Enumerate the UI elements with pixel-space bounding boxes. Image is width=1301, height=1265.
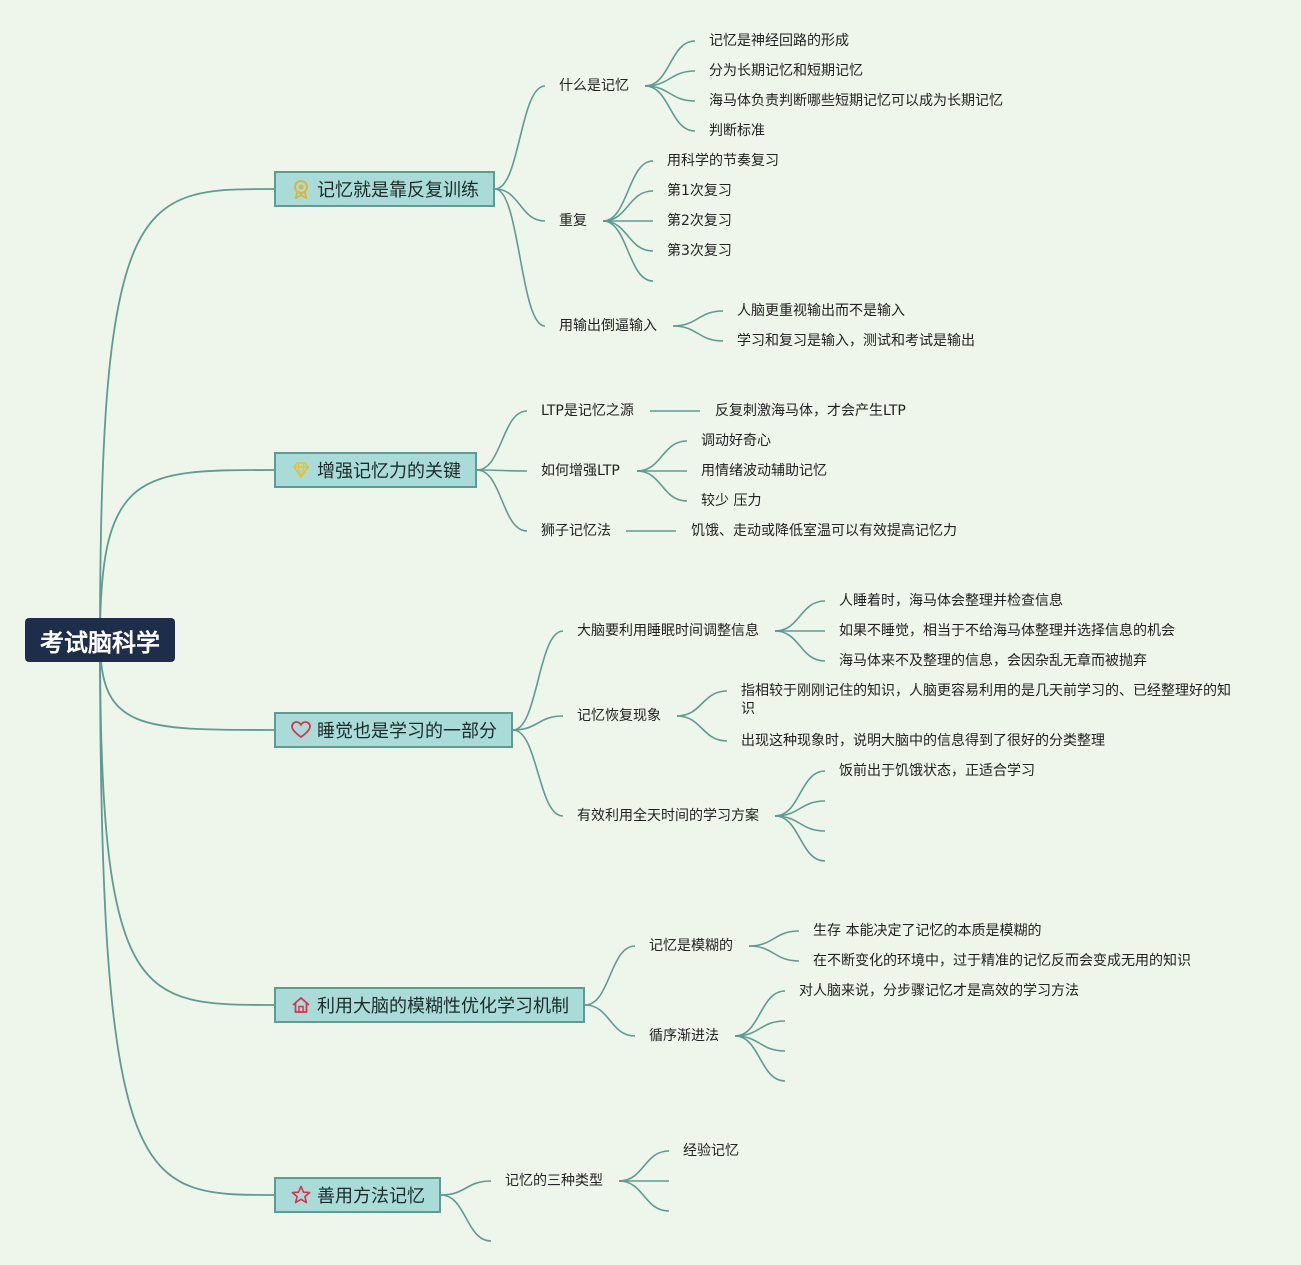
leaf-node[interactable]: 反复刺激海马体，才会产生LTP: [715, 403, 906, 419]
leaf-node[interactable]: 饥饿、走动或降低室温可以有效提高记忆力: [691, 523, 957, 539]
leaf-node[interactable]: 较少 压力: [701, 493, 762, 509]
root-connector: [99, 639, 275, 731]
sub-node[interactable]: 记忆的三种类型: [505, 1173, 603, 1189]
branch-connector: [494, 188, 546, 222]
branch-node-memory-keys[interactable]: 增强记忆力的关键: [274, 452, 477, 488]
branch-connector: [512, 715, 564, 731]
branch-label: 记忆就是靠反复训练: [317, 180, 479, 201]
leaf-connector: [602, 220, 654, 252]
leaf-node[interactable]: 对人脑来说，分步骤记忆才是高效的学习方法: [799, 983, 1079, 999]
leaf-node[interactable]: 指相较于刚刚记住的知识，人脑更容易利用的是几天前学习的、已经整理好的知识: [741, 683, 1231, 717]
sub-node[interactable]: 什么是记忆: [559, 78, 629, 94]
leaf-node[interactable]: 饭前出于饥饿状态，正适合学习: [839, 763, 1035, 779]
leaf-node[interactable]: 如果不睡觉，相当于不给海马体整理并选择信息的机会: [839, 623, 1175, 639]
leaf-connector: [636, 440, 688, 472]
leaf-connector: [676, 690, 728, 717]
branch-label: 睡觉也是学习的一部分: [317, 721, 497, 742]
leaf-node[interactable]: 用科学的节奏复习: [667, 153, 779, 169]
home-icon: [290, 994, 312, 1016]
branch-connector: [494, 188, 546, 327]
root-connector: [99, 188, 275, 641]
leaf-connector: [676, 715, 728, 742]
sub-node[interactable]: 记忆是模糊的: [649, 938, 733, 954]
sub-node[interactable]: 重复: [559, 213, 587, 229]
leaf-node[interactable]: 海马体来不及整理的信息，会因杂乱无章而被抛弃: [839, 653, 1147, 669]
leaf-node[interactable]: 用情绪波动辅助记忆: [701, 463, 827, 479]
sub-node[interactable]: 如何增强LTP: [541, 463, 620, 479]
branch-node-methods[interactable]: 善用方法记忆: [274, 1177, 441, 1213]
leaf-connector: [734, 990, 786, 1037]
leaf-node[interactable]: 第2次复习: [667, 213, 732, 229]
leaf-node[interactable]: 分为长期记忆和短期记忆: [709, 63, 863, 79]
root-connector: [99, 639, 275, 1196]
leaf-connector: [618, 1150, 670, 1182]
branch-connector: [476, 410, 528, 471]
leaf-connector: [636, 470, 688, 502]
leaf-connector: [602, 190, 654, 222]
award-icon: [290, 178, 312, 200]
sub-node[interactable]: 循序渐进法: [649, 1028, 719, 1044]
leaf-node[interactable]: 判断标准: [709, 123, 765, 139]
branch-node-memory-repetition[interactable]: 记忆就是靠反复训练: [274, 171, 495, 207]
root-connector: [99, 469, 275, 641]
leaf-node[interactable]: 经验记忆: [683, 1143, 739, 1159]
root-node[interactable]: 考试脑科学: [25, 618, 175, 662]
branch-connector: [512, 630, 564, 731]
branch-node-fuzziness[interactable]: 利用大脑的模糊性优化学习机制: [274, 987, 585, 1023]
leaf-connector: [644, 85, 696, 132]
leaf-connector: [774, 770, 826, 817]
branch-connector: [512, 729, 564, 817]
branch-connector: [440, 1180, 492, 1196]
leaf-connector: [618, 1180, 670, 1212]
leaf-node[interactable]: 人睡着时，海马体会整理并检查信息: [839, 593, 1063, 609]
branch-connector: [584, 945, 636, 1006]
leaf-node[interactable]: 第3次复习: [667, 243, 732, 259]
leaf-connector: [748, 930, 800, 947]
branch-connector: [476, 469, 528, 532]
root-connector: [99, 639, 275, 1006]
leaf-connector: [672, 310, 724, 327]
leaf-connector: [748, 945, 800, 962]
leaf-connector: [734, 1035, 786, 1082]
leaf-node[interactable]: 第1次复习: [667, 183, 732, 199]
leaf-node[interactable]: 生存 本能决定了记忆的本质是模糊的: [813, 923, 1042, 939]
sub-node[interactable]: 狮子记忆法: [541, 523, 611, 539]
branch-connector: [494, 85, 546, 190]
star-icon: [290, 1184, 312, 1206]
leaf-connector: [774, 815, 826, 862]
leaf-node[interactable]: 记忆是神经回路的形成: [709, 33, 849, 49]
sub-node[interactable]: 用输出倒逼输入: [559, 318, 657, 334]
branch-label: 善用方法记忆: [317, 1186, 425, 1207]
leaf-node[interactable]: 在不断变化的环境中，过于精准的记忆反而会变成无用的知识: [813, 953, 1191, 969]
leaf-connector: [774, 600, 826, 632]
leaf-connector: [774, 630, 826, 662]
leaf-connector: [602, 220, 654, 282]
branch-connector: [584, 1004, 636, 1037]
leaf-connector: [644, 40, 696, 87]
leaf-node[interactable]: 海马体负责判断哪些短期记忆可以成为长期记忆: [709, 93, 1003, 109]
branch-node-sleep[interactable]: 睡觉也是学习的一部分: [274, 712, 513, 748]
leaf-node[interactable]: 出现这种现象时，说明大脑中的信息得到了很好的分类整理: [741, 733, 1105, 749]
branch-label: 利用大脑的模糊性优化学习机制: [317, 996, 569, 1017]
leaf-connector: [672, 325, 724, 342]
branch-label: 增强记忆力的关键: [317, 461, 461, 482]
leaf-node[interactable]: 学习和复习是输入，测试和考试是输出: [737, 333, 975, 349]
heart-icon: [290, 719, 312, 741]
sub-node[interactable]: 大脑要利用睡眠时间调整信息: [577, 623, 759, 639]
leaf-connector: [602, 160, 654, 222]
sub-node[interactable]: 记忆恢复现象: [577, 708, 661, 724]
branch-connector: [476, 469, 528, 472]
diamond-icon: [290, 459, 312, 481]
sub-node[interactable]: LTP是记忆之源: [541, 403, 634, 419]
leaf-node[interactable]: 人脑更重视输出而不是输入: [737, 303, 905, 319]
sub-node[interactable]: 有效利用全天时间的学习方案: [577, 808, 759, 824]
leaf-node[interactable]: 调动好奇心: [701, 433, 771, 449]
branch-connector: [440, 1194, 492, 1242]
